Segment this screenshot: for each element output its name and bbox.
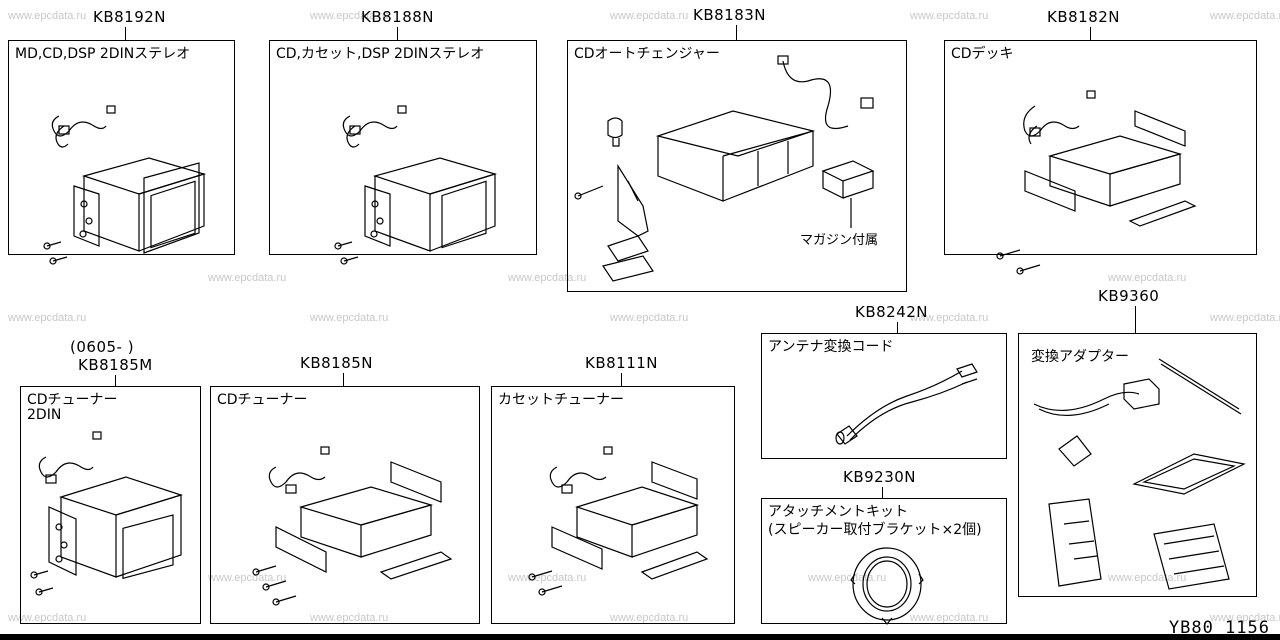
cd-tuner-2din-illustration <box>30 431 183 596</box>
watermark: www.epcdata.ru <box>8 612 87 624</box>
antenna-cable-illustration <box>835 363 978 445</box>
stereo-2din-illustration <box>43 105 207 265</box>
watermark: www.epcdata.ru <box>610 312 689 324</box>
leader-line <box>1090 27 1091 41</box>
part-title: CDオートチェンジャー <box>574 46 720 62</box>
part-box-stereo-md-cd[interactable]: MD,CD,DSP 2DINステレオ <box>8 40 235 265</box>
part-box-antenna-adapter[interactable]: アンテナ変換コード <box>761 333 1007 459</box>
stereo-2din-illustration <box>334 105 498 265</box>
watermark: www.epcdata.ru <box>310 612 389 624</box>
part-box-stereo-cd-cassette[interactable]: CD,カセット,DSP 2DINステレオ <box>269 40 537 265</box>
part-code[interactable]: KB8242N <box>855 303 929 321</box>
part-code[interactable]: KB8183N <box>693 6 767 24</box>
diagram-reference-number: YB80 1156 <box>1168 618 1270 638</box>
part-code[interactable]: KB8185N <box>300 354 374 372</box>
leader-line <box>897 322 898 334</box>
part-subtitle: 2DIN <box>27 407 62 423</box>
part-code[interactable]: KB8192N <box>93 8 167 26</box>
leader-line <box>1135 306 1136 334</box>
cassette-tuner-illustration <box>528 446 709 596</box>
part-box-cd-autochanger[interactable]: CDオートチェンジャー マガジン付属 <box>567 40 907 292</box>
cd-autochanger-illustration <box>574 55 875 282</box>
watermark: www.epcdata.ru <box>208 272 287 284</box>
cd-tuner-illustration <box>252 446 453 606</box>
watermark: www.epcdata.ru <box>508 572 587 584</box>
part-code[interactable]: KB8185M <box>78 356 153 374</box>
part-code[interactable]: KB9360 <box>1098 287 1160 305</box>
cd-deck-illustration <box>996 90 1197 275</box>
part-title: 変換アダプター <box>1031 349 1129 365</box>
conversion-adapter-illustration <box>1033 358 1246 590</box>
leader-line <box>736 25 737 41</box>
watermark: www.epcdata.ru <box>910 312 989 324</box>
watermark: www.epcdata.ru <box>208 572 287 584</box>
part-title: MD,CD,DSP 2DINステレオ <box>15 46 191 62</box>
leader-line <box>115 375 116 387</box>
part-code[interactable]: KB8182N <box>1047 8 1121 26</box>
watermark: www.epcdata.ru <box>310 10 389 22</box>
part-box-conversion-adapter[interactable]: 変換アダプター <box>1018 333 1257 597</box>
watermark: www.epcdata.ru <box>610 612 689 624</box>
leader-line <box>125 27 126 41</box>
part-subtitle: (スピーカー取付ブラケット×2個) <box>768 522 982 538</box>
part-title: CDチューナー <box>27 392 118 408</box>
part-box-cd-tuner[interactable]: CDチューナー <box>210 386 480 624</box>
part-title: アンテナ変換コード <box>768 339 894 355</box>
watermark: www.epcdata.ru <box>1210 10 1280 22</box>
watermark: www.epcdata.ru <box>508 272 587 284</box>
leader-line <box>397 27 398 41</box>
watermark: www.epcdata.ru <box>910 10 989 22</box>
speaker-bracket-illustration <box>850 547 924 625</box>
part-date: (0605- ) <box>70 338 135 356</box>
leader-line <box>621 373 622 387</box>
bottom-bar <box>0 634 1280 640</box>
part-title: アタッチメントキット <box>768 504 908 520</box>
part-box-cd-tuner-2din[interactable]: CDチューナー 2DIN <box>20 386 201 624</box>
part-title: CD,カセット,DSP 2DINステレオ <box>276 46 485 62</box>
part-box-cassette-tuner[interactable]: カセットチューナー <box>491 386 735 624</box>
part-box-attachment-kit[interactable]: アタッチメントキット (スピーカー取付ブラケット×2個) <box>761 498 1007 625</box>
leader-line <box>882 487 883 499</box>
watermark: www.epcdata.ru <box>1108 272 1187 284</box>
watermark: www.epcdata.ru <box>1210 612 1280 624</box>
leader-line <box>343 373 344 387</box>
part-code[interactable]: KB8188N <box>361 8 435 26</box>
watermark: www.epcdata.ru <box>610 10 689 22</box>
watermark: www.epcdata.ru <box>8 312 87 324</box>
watermark: www.epcdata.ru <box>8 10 87 22</box>
part-title: CDチューナー <box>217 392 308 408</box>
part-code[interactable]: KB9230N <box>843 468 917 486</box>
magazine-note: マガジン付属 <box>800 233 879 248</box>
part-box-cd-deck[interactable]: CDデッキ <box>944 40 1257 275</box>
watermark: www.epcdata.ru <box>910 612 989 624</box>
part-title: CDデッキ <box>951 46 1014 62</box>
watermark: www.epcdata.ru <box>1210 312 1280 324</box>
part-title: カセットチューナー <box>498 392 624 408</box>
part-code[interactable]: KB8111N <box>585 354 659 372</box>
watermark: www.epcdata.ru <box>310 312 389 324</box>
